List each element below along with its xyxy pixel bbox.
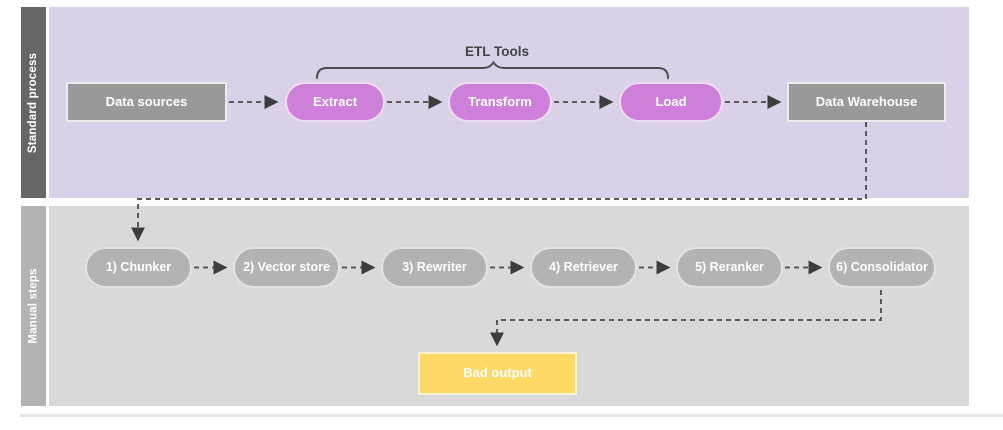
arrow-consolidator-to-bad-output (490, 290, 882, 347)
node-consolidator: 6) Consolidator (828, 247, 936, 288)
node-reranker: 5) Reranker (676, 247, 783, 288)
etl-tools-label: ETL Tools (465, 44, 529, 59)
lane-label-standard-process: Standard process (21, 7, 46, 198)
etl-tools-brace (316, 60, 669, 79)
node-rewriter: 3) Rewriter (381, 247, 488, 288)
node-data-warehouse: Data Warehouse (787, 82, 946, 122)
node-vector-store: 2) Vector store (233, 247, 340, 288)
bottom-divider-line (20, 414, 1003, 417)
node-transform: Transform (448, 82, 552, 122)
node-extract: Extract (285, 82, 385, 122)
node-data-sources: Data sources (66, 82, 227, 122)
node-bad-output: Bad output (418, 352, 577, 395)
arrow-data-warehouse-to-chunker (131, 122, 867, 242)
node-retriever: 4) Retriever (530, 247, 637, 288)
lane-label-manual-steps: Manual steps (21, 206, 46, 406)
node-chunker: 1) Chunker (85, 247, 192, 288)
node-load: Load (619, 82, 723, 122)
